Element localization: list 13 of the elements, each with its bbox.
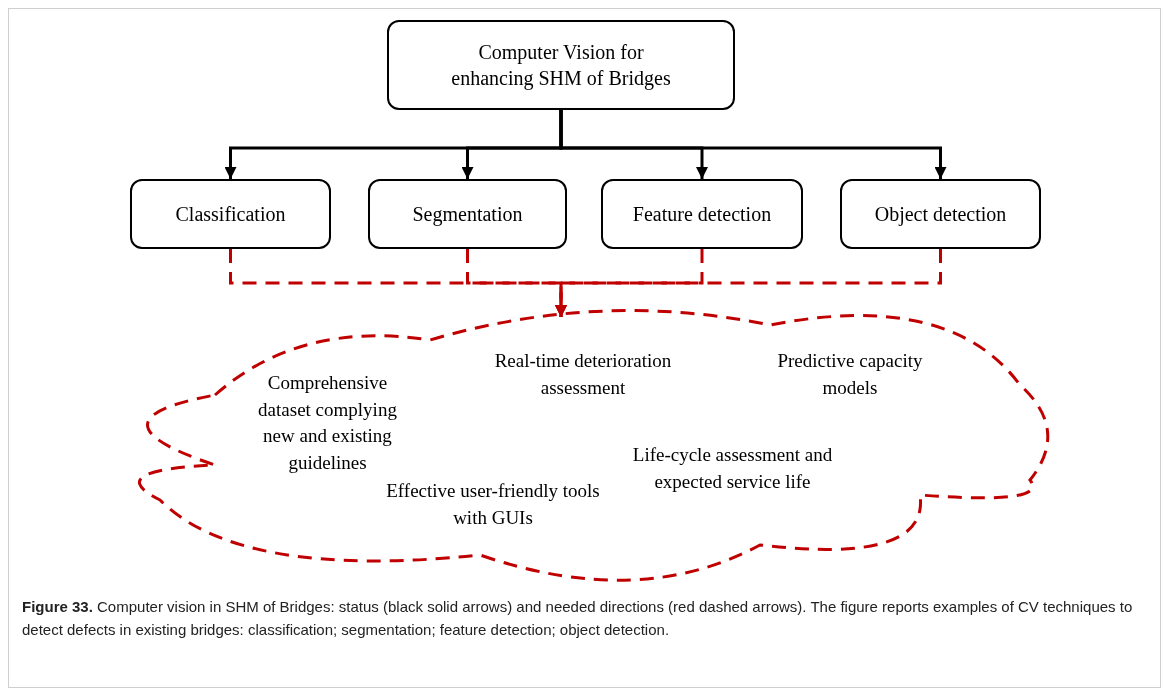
arrow	[555, 249, 942, 317]
process-box: Object detection	[840, 179, 1041, 249]
process-box: Feature detection	[601, 179, 803, 249]
cloud-text: Predictive capacity models	[776, 349, 924, 400]
cloud-text: Real-time deterioration assessment	[493, 349, 673, 400]
figure-caption: Figure 33. Computer vision in SHM of Bridges: status (black solid arrows) and needed directions (red dashed arrows). The figure reports examples of CV techniques to detect defects in existing bridges: classification; segmentation; feature detection; object detection.	[22, 597, 1134, 640]
cloud-text: Effective user-friendly tools with GUIs	[385, 479, 601, 530]
process-box: Classification	[130, 179, 331, 249]
process-box: Computer Vision for enhancing SHM of Bridges	[387, 20, 735, 110]
process-box: Segmentation	[368, 179, 567, 249]
arrow	[559, 110, 947, 179]
cloud-text: Comprehensive dataset complying new and existing guidelines	[257, 371, 398, 475]
cloud-text: Life-cycle assessment and expected service life	[631, 443, 834, 494]
